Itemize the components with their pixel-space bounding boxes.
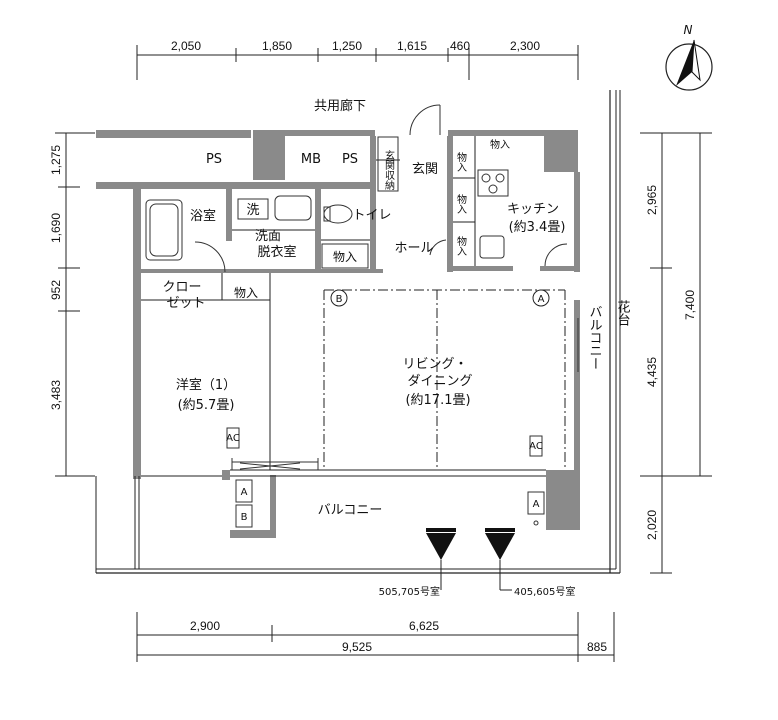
- left-dimension-line: 1,275 1,690 952 3,483: [49, 132, 95, 477]
- storage-3-label: 物入: [455, 235, 467, 256]
- genkan-storage-label: 玄関収納: [383, 149, 395, 191]
- ac-unit-living: AC: [529, 435, 543, 457]
- marker-b-text: B: [336, 294, 343, 305]
- bottom-dimension-line: 2,900 6,625 9,525 885: [136, 612, 615, 662]
- storage-4-label: 物入: [333, 250, 357, 264]
- dim-bottom-3: 9,525: [342, 640, 372, 654]
- wash-label: 洗: [246, 203, 259, 218]
- dim-top-2: 1,850: [262, 39, 292, 53]
- marker-a: A: [532, 289, 550, 307]
- top-dimension-line: 2,050 1,850 1,250 1,615 460 2,300: [136, 39, 579, 80]
- window-marks: [231, 318, 579, 470]
- living-size-label: (約17.1畳): [405, 393, 470, 408]
- living-label-2: ダイニング: [407, 374, 472, 389]
- dim-left-1: 1,275: [49, 145, 63, 175]
- western-room-label: 洋室（1）: [176, 377, 236, 393]
- right-dimension-line: 2,965 7,400 4,435 2,020: [640, 132, 712, 574]
- storage-top-label: 物入: [490, 138, 510, 151]
- dim-right-2: 7,400: [683, 290, 697, 320]
- ps-left-label: PS: [206, 152, 222, 167]
- ac-western-text: AC: [226, 433, 240, 444]
- dim-bottom-1: 2,900: [190, 619, 220, 633]
- washbasin-icon: [274, 195, 312, 221]
- dim-top-1: 2,050: [171, 39, 201, 53]
- living-label-1: リビング・: [402, 357, 467, 372]
- unit-left-label: 505,705号室: [379, 585, 440, 598]
- closet-storage-label: 物入: [234, 286, 258, 300]
- stove-icon: [477, 169, 509, 197]
- ps-right-label: PS: [342, 152, 358, 167]
- flower-bed-label: 花台: [615, 299, 631, 326]
- ac-outdoor-right: A: [527, 491, 545, 526]
- ac-outdoor-left: A B: [235, 479, 253, 528]
- dim-left-3: 952: [49, 280, 63, 300]
- closet-label-1: クロー: [162, 280, 201, 295]
- balcony-bottom-label: バルコニー: [318, 503, 383, 518]
- genkan-label: 玄関: [412, 162, 438, 177]
- dim-right-1: 2,965: [645, 185, 659, 215]
- bathtub-icon: [145, 199, 183, 261]
- interior-lines: [134, 136, 546, 569]
- ac-unit-western: AC: [226, 427, 240, 449]
- bath-label: 浴室: [190, 208, 216, 224]
- outer-frame: [95, 90, 621, 574]
- compass-north-label: N: [684, 23, 693, 37]
- dim-left-4: 3,483: [49, 380, 63, 410]
- balcony-right-label: バルコニー: [587, 305, 603, 370]
- dim-top-5: 460: [450, 39, 470, 53]
- sink-icon: [479, 235, 505, 259]
- vent-markers: [426, 528, 515, 591]
- storage-2-label: 物入: [455, 193, 467, 214]
- dim-right-3: 4,435: [645, 357, 659, 387]
- kitchen-label: キッチン: [507, 202, 559, 217]
- ac-outdoor-a-text: A: [241, 487, 248, 498]
- western-room-size-label: (約5.7畳): [178, 398, 235, 413]
- washroom-label-1: 洗面: [255, 229, 281, 244]
- corridor-label: 共用廊下: [314, 98, 366, 114]
- unit-right-label: 405,605号室: [514, 585, 575, 598]
- compass-icon: N: [665, 23, 713, 91]
- kitchen-size-label: (約3.4畳): [509, 220, 566, 235]
- dim-left-2: 1,690: [49, 213, 63, 243]
- toilet-label: トイレ: [352, 208, 391, 223]
- storage-1-label: 物入: [455, 151, 467, 172]
- hall-label: ホール: [394, 241, 433, 256]
- dim-top-3: 1,250: [332, 39, 362, 53]
- toilet-icon: [323, 204, 353, 224]
- mb-label: MB: [301, 152, 321, 167]
- dim-top-6: 2,300: [510, 39, 540, 53]
- dim-right-4: 2,020: [645, 510, 659, 540]
- dim-bottom-4: 885: [587, 640, 607, 654]
- door-swings: [194, 104, 568, 273]
- dim-top-4: 1,615: [397, 39, 427, 53]
- ac-outdoor-b-text: B: [241, 512, 248, 523]
- dim-bottom-2: 6,625: [409, 619, 439, 633]
- washroom-label-2: 脱衣室: [257, 244, 296, 260]
- marker-b: B: [330, 289, 348, 307]
- living-dash-lines: [323, 289, 566, 470]
- ac-outdoor-right-text: A: [533, 499, 540, 510]
- closet-label-2: ゼット: [166, 296, 205, 311]
- walls: [96, 130, 580, 538]
- ac-living-text: AC: [529, 441, 543, 452]
- marker-a-text: A: [538, 294, 545, 305]
